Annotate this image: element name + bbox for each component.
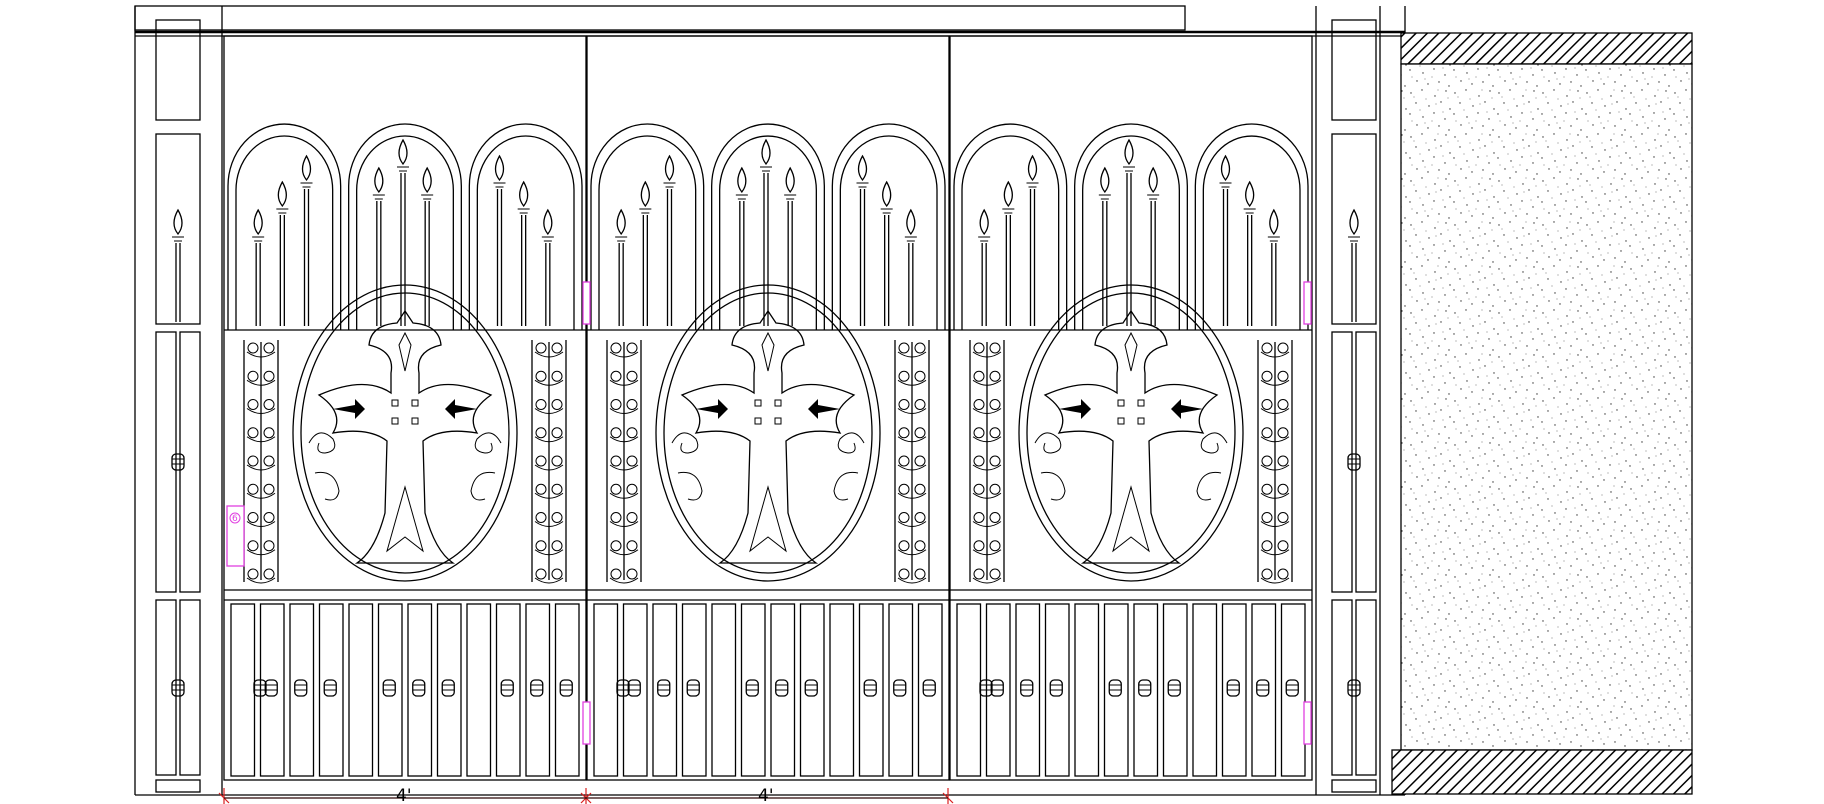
collar-knot-icon <box>441 679 455 697</box>
collar-knot-icon <box>323 679 337 697</box>
collar-knot-icon <box>686 679 700 697</box>
collar-knot-icon <box>294 679 308 697</box>
collar-knot-icon <box>559 679 573 697</box>
spear-finial-icon <box>978 208 991 326</box>
hinge-icon <box>1303 701 1312 745</box>
spear-finial-icon <box>639 180 652 326</box>
spear-finial-icon <box>276 180 289 326</box>
wall-section <box>1391 32 1693 795</box>
hinges: 6 <box>226 281 1312 745</box>
dimension-lines: 4' 4' <box>218 786 954 804</box>
hinge-icon <box>582 281 591 325</box>
collar-knot-icon <box>264 679 278 697</box>
collar-knot-icon <box>171 679 185 697</box>
collar-knot-icon <box>1108 679 1122 697</box>
collar-knot-icon <box>1285 679 1299 697</box>
collar-knot-icon <box>616 679 630 697</box>
spear-finial-icon <box>1147 166 1160 326</box>
spear-finial-icon <box>1002 180 1015 326</box>
right-side-panel <box>1331 19 1377 793</box>
collar-knot-icon <box>530 679 544 697</box>
collar-knot-icon <box>804 679 818 697</box>
cross-ornament-icon <box>1018 284 1244 582</box>
scroll-ornament-icon <box>969 340 1005 584</box>
hatch-pattern-icon <box>1400 32 1693 65</box>
wall-fill <box>1400 63 1693 751</box>
gate-leaf <box>223 35 587 781</box>
gate-leaf <box>949 35 1313 781</box>
spear-finial-icon <box>784 166 797 326</box>
collar-knot-icon <box>979 679 993 697</box>
gate-leaf <box>586 35 950 781</box>
collar-knot-icon <box>1138 679 1152 697</box>
spear-finial-icon <box>615 208 628 326</box>
hinge-icon <box>1303 281 1312 325</box>
spear-finial-icon <box>1026 154 1039 326</box>
spear-finial-icon <box>517 180 530 326</box>
collar-knot-icon <box>627 679 641 697</box>
collar-knot-icon <box>412 679 426 697</box>
spear-finial-icon <box>1219 154 1232 326</box>
scroll-ornament-icon <box>531 340 567 584</box>
collar-knot-icon <box>1347 453 1361 471</box>
dimension-label-left: 4' <box>396 786 412 804</box>
hinge-icon <box>582 701 591 745</box>
cross-ornament-icon <box>655 284 881 582</box>
collar-knot-icon <box>1020 679 1034 697</box>
collar-knot-icon <box>1226 679 1240 697</box>
collar-knot-icon <box>1256 679 1270 697</box>
collar-knot-icon <box>775 679 789 697</box>
collar-knot-icon <box>1347 679 1361 697</box>
spear-finial-icon <box>1243 180 1256 326</box>
spear-finial-icon <box>663 154 676 326</box>
spear-finial-icon <box>880 180 893 326</box>
dimension-label-right: 4' <box>758 786 774 804</box>
collar-knot-icon <box>171 453 185 471</box>
collar-knot-icon <box>382 679 396 697</box>
spear-finial-icon <box>904 208 917 326</box>
collar-knot-icon <box>990 679 1004 697</box>
collar-knot-icon <box>893 679 907 697</box>
spear-finial-icon <box>397 138 409 326</box>
left-side-panel <box>155 19 201 793</box>
spear-finial-icon <box>493 154 506 326</box>
spear-finial-icon <box>172 208 184 322</box>
collar-knot-icon <box>500 679 514 697</box>
spear-finial-icon <box>421 166 434 326</box>
spear-finial-icon <box>760 138 772 326</box>
collar-knot-icon <box>922 679 936 697</box>
scroll-ornament-icon <box>606 340 642 584</box>
spear-finial-icon <box>1123 138 1135 326</box>
top-rail <box>134 5 1405 37</box>
side-post-ornaments <box>171 208 1361 697</box>
collar-knot-icon <box>1167 679 1181 697</box>
scroll-ornament-icon <box>1257 340 1293 584</box>
gate-leaves <box>223 35 1313 781</box>
cross-ornament-icon <box>292 284 518 582</box>
spear-finial-icon <box>1348 208 1360 322</box>
collar-knot-icon <box>1049 679 1063 697</box>
marker-tag-label: 6 <box>232 514 238 524</box>
collar-knot-icon <box>745 679 759 697</box>
spear-finial-icon <box>252 208 265 326</box>
scroll-ornament-icon <box>243 340 279 584</box>
hatch-pattern-icon <box>1391 749 1693 795</box>
collar-knot-icon <box>253 679 267 697</box>
spear-finial-icon <box>372 166 385 326</box>
spear-finial-icon <box>1098 166 1111 326</box>
collar-knot-icon <box>657 679 671 697</box>
scroll-ornament-icon <box>894 340 930 584</box>
spear-finial-icon <box>541 208 554 326</box>
spear-finial-icon <box>735 166 748 326</box>
spear-finial-icon <box>300 154 313 326</box>
spear-finial-icon <box>1267 208 1280 326</box>
spear-finial-icon <box>856 154 869 326</box>
collar-knot-icon <box>863 679 877 697</box>
